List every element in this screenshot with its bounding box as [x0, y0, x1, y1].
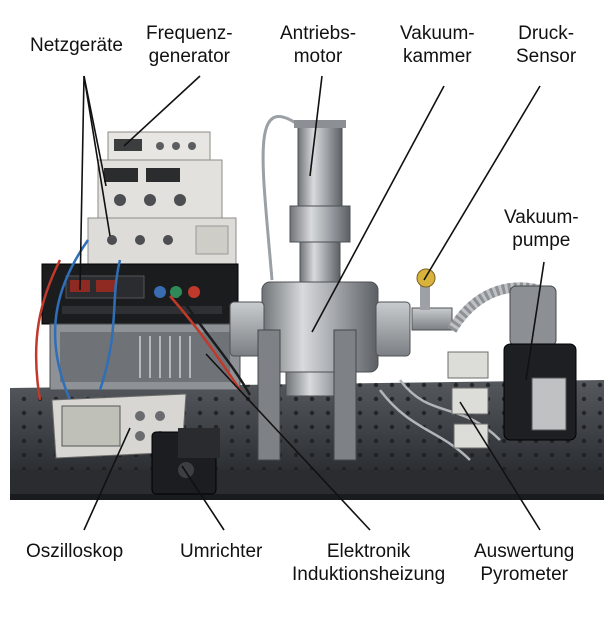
label-vakuumkammer-line1: Vakuum- [400, 23, 475, 44]
label-vakuumpumpe-line1: Vakuum- [504, 207, 579, 228]
label-vakuumkammer-line2: kammer [403, 46, 472, 67]
leader-lines [79, 75, 545, 531]
vacuum-pump [447, 282, 577, 441]
frequency-converter [151, 428, 220, 495]
label-umrichter: Umrichter [180, 540, 262, 563]
label-elektronik-line1: Elektronik [326, 541, 411, 562]
label-drucksensor-line1: Druck- [518, 23, 575, 44]
label-oszilloskop: Oszilloskop [26, 540, 123, 563]
label-antriebsmotor-line2: motor [293, 46, 343, 67]
label-netzgeraete-text: Netzgeräte [30, 35, 123, 56]
label-auswertung-pyrometer: Auswertung Pyrometer [474, 540, 574, 586]
label-oszilloskop-text: Oszilloskop [26, 541, 124, 562]
label-vakuumpumpe: Vakuum- pumpe [504, 206, 579, 252]
pyrometer-boxes [447, 351, 489, 449]
label-elektronik-line2: Induktionsheizung [292, 564, 446, 585]
label-umrichter-text: Umrichter [180, 541, 263, 562]
label-antriebsmotor: Antriebs- motor [280, 22, 356, 68]
label-auswertung-line1: Auswertung [474, 541, 575, 562]
label-auswertung-line2: Pyrometer [480, 564, 568, 585]
label-netzgeraete: Netzgeräte [30, 34, 123, 57]
vacuum-chamber-assembly [229, 120, 453, 461]
label-frequenzgenerator-line1: Frequenz- [146, 23, 233, 44]
label-drucksensor-line2: Sensor [516, 46, 577, 67]
label-antriebsmotor-line1: Antriebs- [280, 23, 357, 44]
label-vakuumpumpe-line2: pumpe [512, 230, 571, 251]
label-frequenzgenerator: Frequenz- generator [146, 22, 233, 68]
label-elektronik-induktionsheizung: Elektronik Induktionsheizung [292, 540, 445, 586]
power-supply-stack [41, 131, 241, 391]
label-vakuumkammer: Vakuum- kammer [400, 22, 475, 68]
label-frequenzgenerator-line2: generator [148, 46, 230, 67]
label-drucksensor: Druck- Sensor [516, 22, 576, 68]
